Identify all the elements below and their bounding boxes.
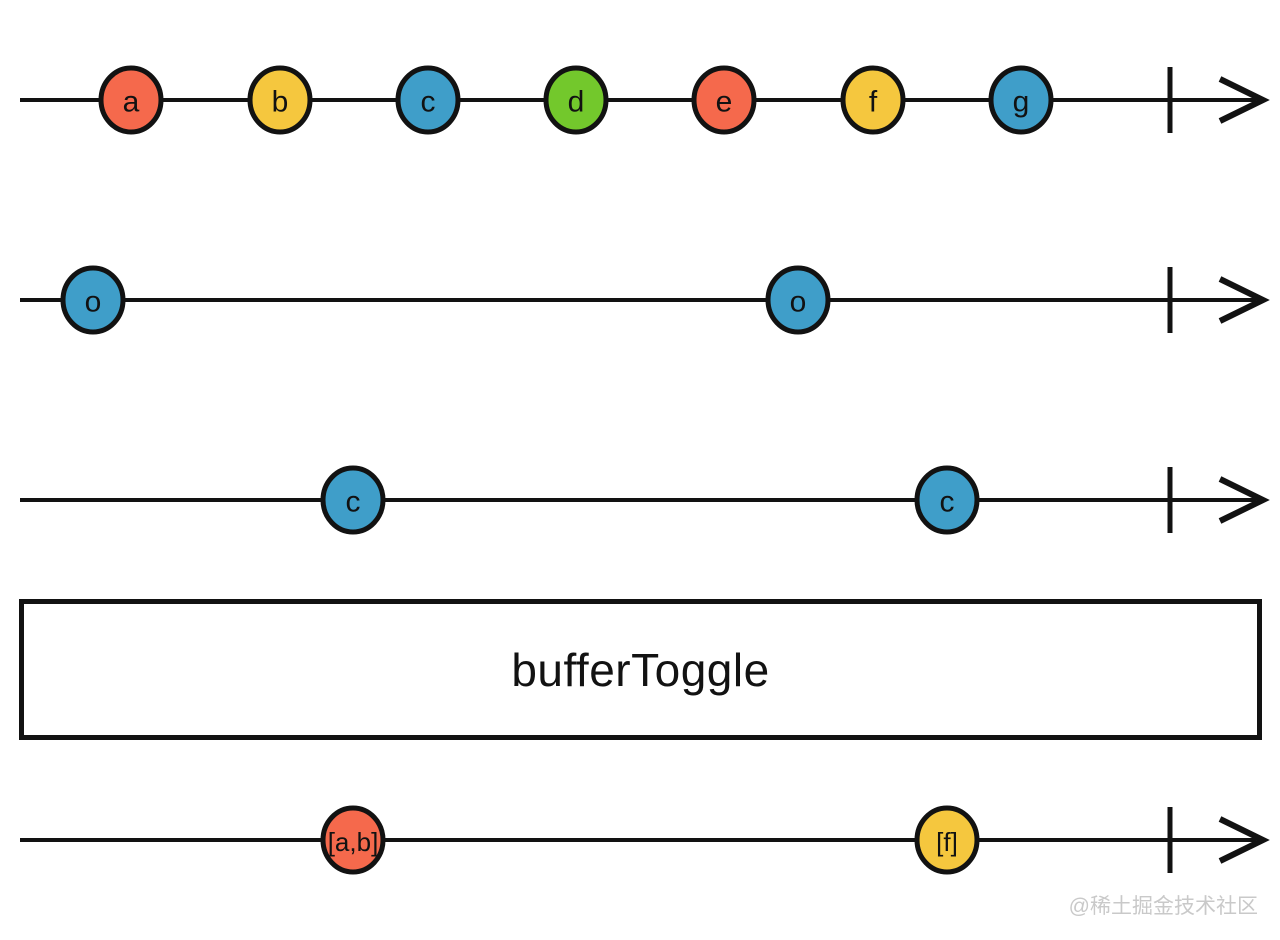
marble-openings-1: o (765, 265, 831, 335)
marble-circle (691, 65, 757, 135)
marble-label: c (940, 486, 955, 519)
marble-circle (320, 805, 386, 875)
marble-label: c (421, 86, 436, 119)
marble-circle (914, 465, 980, 535)
operator-label: bufferToggle (511, 643, 770, 696)
watermark-text: @稀土掘金技术社区 (1068, 895, 1258, 918)
marble-circle (765, 265, 831, 335)
marble-source-0: a (98, 65, 164, 135)
marble-label: o (85, 286, 102, 319)
marble-label: f (869, 86, 878, 119)
arrow-head-icon (1218, 76, 1270, 124)
marble-circle (98, 65, 164, 135)
marble-label: [a,b] (328, 827, 379, 857)
marble-source-5: f (840, 65, 906, 135)
marble-label: e (716, 86, 733, 119)
marble-source-1: b (247, 65, 313, 135)
marble-openings-0: o (60, 265, 126, 335)
marble-source-2: c (395, 65, 461, 135)
marble-label: c (346, 486, 361, 519)
marble-label: [f] (936, 827, 958, 857)
marble-label: b (272, 86, 289, 119)
arrow-head-icon (1218, 476, 1270, 524)
marble-closings-0: c (320, 465, 386, 535)
marble-label: d (568, 86, 585, 119)
marble-label: a (123, 86, 140, 119)
stream-source: a b c d e f g (20, 65, 1270, 135)
marble-circle (988, 65, 1054, 135)
marble-source-4: e (691, 65, 757, 135)
marble-circle (543, 65, 609, 135)
marble-circle (60, 265, 126, 335)
marble-circle (914, 805, 980, 875)
marble-circle (320, 465, 386, 535)
marble-output-1: [f] (914, 805, 980, 875)
marble-source-6: g (988, 65, 1054, 135)
marble-source-3: d (543, 65, 609, 135)
marble-circle (840, 65, 906, 135)
arrow-head-icon (1218, 816, 1270, 864)
arrow-head-icon (1218, 276, 1270, 324)
marble-label: o (790, 286, 807, 319)
marble-circle (247, 65, 313, 135)
operator-box: bufferToggle (19, 599, 1262, 740)
marble-circle (395, 65, 461, 135)
marble-output-0: [a,b] (320, 805, 386, 875)
marble-label: g (1013, 86, 1030, 119)
marble-closings-1: c (914, 465, 980, 535)
stream-output: [a,b] [f] (20, 805, 1270, 875)
